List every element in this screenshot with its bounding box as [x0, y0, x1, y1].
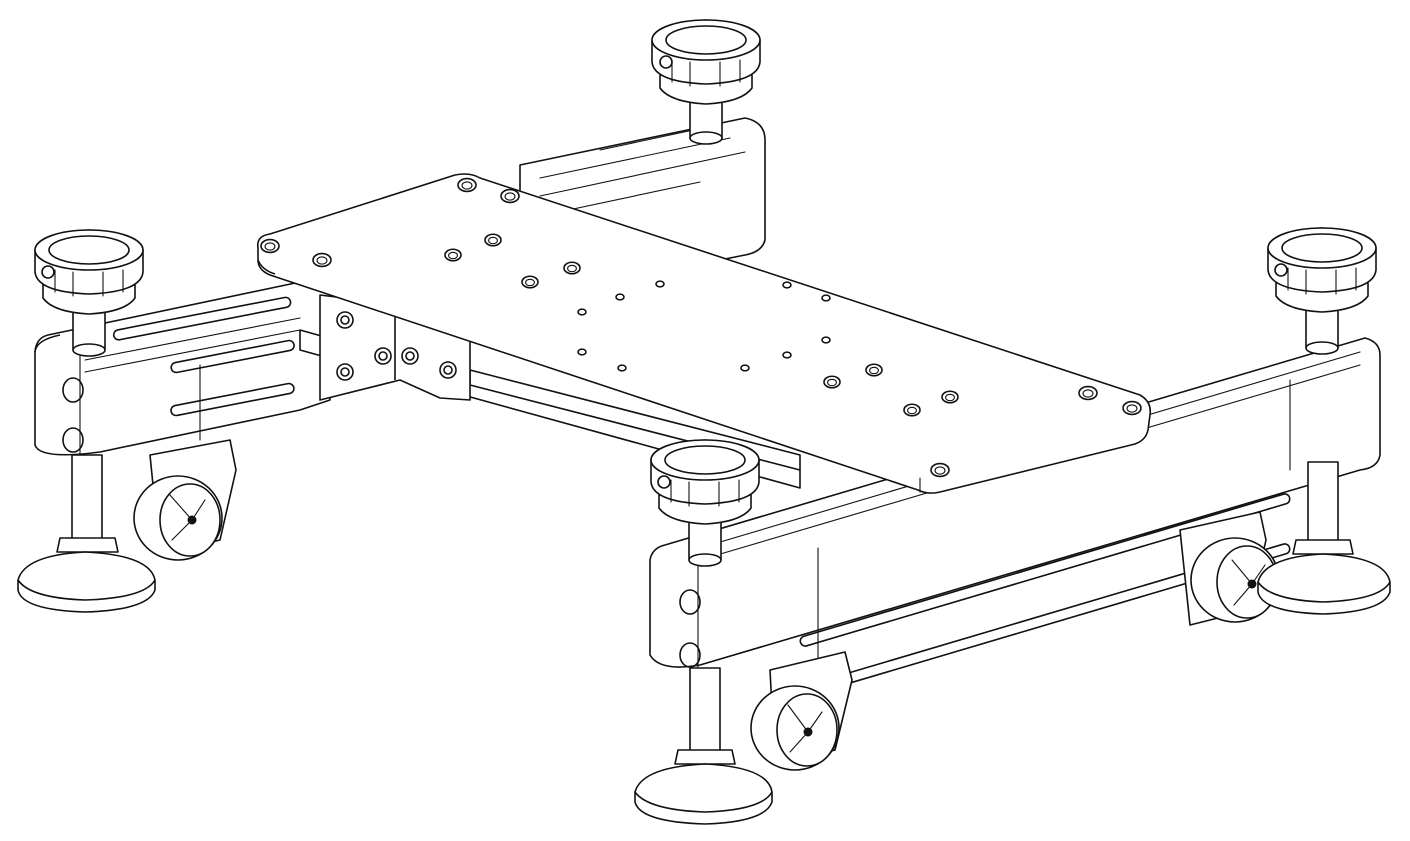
leveling-foot-right: [1257, 461, 1391, 615]
leveling-foot-front: [634, 667, 773, 825]
plate-hole: [1122, 400, 1142, 416]
mounting-plate: [256, 173, 1152, 494]
plate-hole-counterbore: [461, 181, 473, 190]
plate-hole-counterbore: [567, 264, 577, 273]
plate-hole: [865, 363, 883, 377]
plate-hole: [821, 336, 831, 344]
plate-hole: [260, 238, 280, 254]
plate-hole-counterbore: [1126, 404, 1138, 413]
plate-hole: [655, 280, 665, 288]
plate-hole-counterbore: [1082, 389, 1094, 398]
plate-hole: [521, 275, 539, 289]
clamp-knob-right: [1267, 227, 1377, 355]
plate-hole: [577, 348, 587, 356]
plate-hole: [821, 294, 831, 302]
plate-hole-counterbore: [945, 393, 955, 402]
plate-hole: [941, 390, 959, 404]
bracket-bolts: [336, 311, 457, 381]
plate-hole: [617, 364, 627, 372]
plate-hole-counterbore: [504, 192, 516, 201]
plate-hole-counterbore: [448, 251, 458, 260]
plate-hole: [1078, 385, 1098, 401]
plate-hole-counterbore: [907, 406, 917, 415]
caster-wheel-right: [1179, 511, 1280, 626]
plate-hole: [740, 364, 750, 372]
plate-holes: [260, 177, 1142, 478]
plate-hole: [312, 252, 332, 268]
plate-hole: [782, 351, 792, 359]
plate-hole: [484, 233, 502, 247]
plate-hole-counterbore: [488, 236, 498, 245]
plate-hole: [500, 188, 520, 204]
plate-hole: [444, 248, 462, 262]
plate-hole-counterbore: [264, 242, 276, 251]
caster-wheel-left: [133, 439, 237, 561]
rail-left: [34, 281, 331, 461]
plate-hole: [457, 177, 477, 193]
leveling-foot-front-left: [17, 454, 156, 613]
plate-hole-counterbore: [869, 366, 879, 375]
plate-hole-counterbore: [525, 278, 535, 287]
plate-hole: [563, 261, 581, 275]
caster-wheel-front: [750, 651, 853, 771]
plate-hole-counterbore: [934, 466, 946, 475]
plate-hole-counterbore: [316, 256, 328, 265]
plate-hole: [782, 281, 792, 289]
plate-hole: [903, 403, 921, 417]
plate-hole: [577, 308, 587, 316]
plate-hole: [823, 375, 841, 389]
clamp-knob-back: [651, 19, 761, 145]
plate-hole: [615, 293, 625, 301]
plate-hole: [930, 462, 950, 478]
clamp-knob-front: [650, 439, 760, 567]
clamp-knob-left: [34, 229, 144, 357]
plate-hole-counterbore: [827, 378, 837, 387]
